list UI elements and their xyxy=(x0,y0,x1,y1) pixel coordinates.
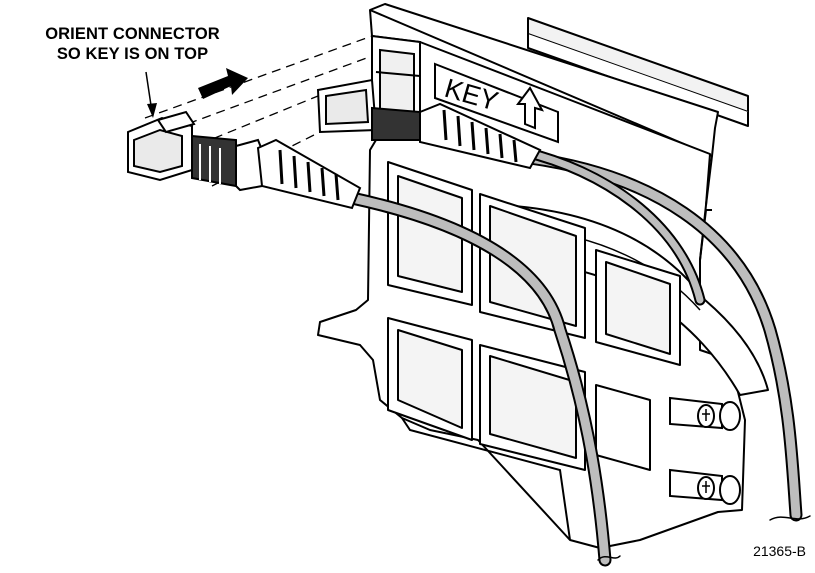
panel-bottom-edge xyxy=(401,417,571,541)
installed-connector xyxy=(316,78,421,141)
lock-tabs xyxy=(669,396,741,505)
callout-line-1: ORIENT CONNECTOR xyxy=(45,25,220,43)
loose-connector-boot xyxy=(256,138,362,210)
loose-connector xyxy=(127,110,263,192)
connector-key-tab xyxy=(156,110,196,134)
key-label-plate: KEY xyxy=(434,62,559,144)
panel-grid xyxy=(387,161,681,471)
figure-number: 21365-B xyxy=(753,543,806,559)
installed-connector-boot xyxy=(419,102,542,170)
insert-direction-arrow-icon xyxy=(198,68,248,99)
orient-connector-callout: ORIENT CONNECTOR SO KEY IS ON TOP xyxy=(0,24,265,64)
callout-line-2: SO KEY IS ON TOP xyxy=(56,45,209,63)
up-arrow-icon xyxy=(516,86,545,130)
fiber-cables xyxy=(345,146,811,567)
callout-leader-arrowhead xyxy=(147,103,157,118)
